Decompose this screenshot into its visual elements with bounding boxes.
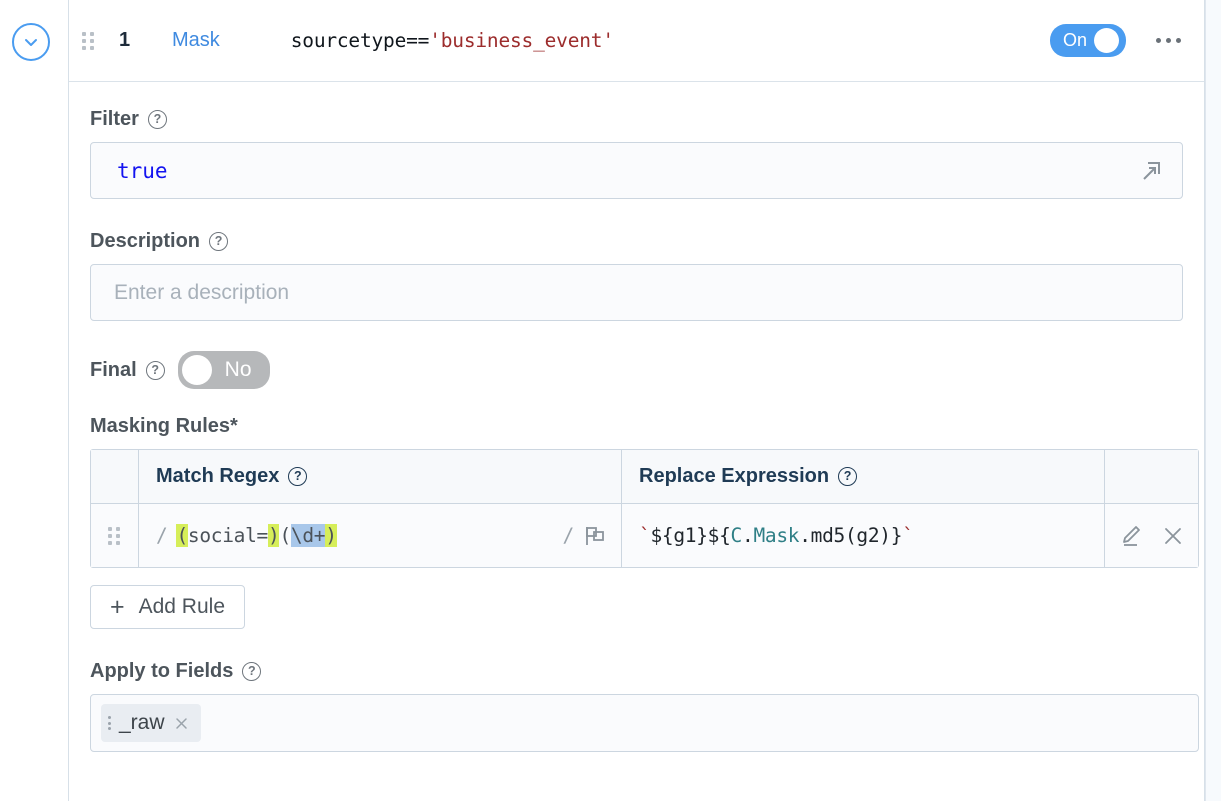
kebab-menu-icon[interactable] bbox=[1156, 38, 1181, 43]
rule-expression-prefix: sourcetype== bbox=[290, 29, 430, 52]
pencil-edit-icon[interactable] bbox=[1118, 523, 1144, 549]
description-placeholder: Enter a description bbox=[114, 280, 290, 304]
masking-rules-label-text: Masking Rules* bbox=[90, 415, 238, 437]
filter-input[interactable]: true bbox=[90, 142, 1183, 199]
rule-card-header: 1 Mask sourcetype=='business_event' On bbox=[69, 0, 1204, 82]
regex-close-delimiter: / bbox=[562, 524, 575, 547]
header-actions-cell bbox=[1105, 450, 1198, 503]
apply-to-fields-input[interactable]: _raw bbox=[90, 694, 1199, 752]
replace-expression-cell[interactable]: `${g1}${C.Mask.md5(g2)}` bbox=[622, 504, 1105, 567]
rule-expression-string: 'business_event' bbox=[429, 29, 614, 52]
field-chip-label: _raw bbox=[119, 711, 165, 734]
help-circle-icon[interactable]: ? bbox=[147, 110, 167, 129]
header-handle-cell bbox=[91, 450, 139, 503]
help-circle-icon[interactable]: ? bbox=[288, 467, 308, 486]
final-label-row: Final ? bbox=[90, 359, 165, 382]
regex-value: (social=)(\d+) bbox=[176, 524, 337, 547]
final-label: Final bbox=[90, 358, 137, 381]
enable-toggle-knob bbox=[1094, 28, 1120, 53]
match-regex-cell[interactable]: / (social=)(\d+) / bbox=[139, 504, 622, 567]
rule-card-body: Filter ? true Description bbox=[69, 82, 1204, 752]
collapse-gutter bbox=[0, 0, 68, 801]
help-circle-icon[interactable]: ? bbox=[242, 662, 262, 681]
flag-icon[interactable] bbox=[583, 524, 607, 548]
right-edge-strip bbox=[1205, 0, 1221, 801]
description-input[interactable]: Enter a description bbox=[90, 264, 1183, 321]
close-x-icon[interactable] bbox=[1160, 523, 1186, 549]
expand-external-icon[interactable] bbox=[1138, 158, 1164, 184]
header-replace-expression-cell: Replace Expression ? bbox=[622, 450, 1105, 503]
replace-expression-header: Replace Expression bbox=[639, 465, 830, 487]
plus-icon: + bbox=[110, 592, 125, 621]
field-chip[interactable]: _raw bbox=[101, 704, 201, 742]
apply-to-fields-label: Apply to Fields bbox=[90, 660, 234, 682]
close-x-icon[interactable] bbox=[173, 715, 190, 732]
enable-toggle[interactable]: On bbox=[1050, 24, 1126, 57]
add-rule-button[interactable]: + Add Rule bbox=[90, 585, 245, 629]
description-label: Description bbox=[90, 230, 201, 252]
help-circle-icon[interactable]: ? bbox=[838, 467, 858, 486]
header-actions: On bbox=[1050, 0, 1204, 81]
regex-open-delimiter: / bbox=[156, 524, 168, 547]
drag-dots-icon[interactable] bbox=[82, 31, 96, 50]
table-header-row: Match Regex ? Replace Expression ? bbox=[91, 450, 1198, 504]
rule-card: 1 Mask sourcetype=='business_event' On F… bbox=[68, 0, 1205, 801]
filter-label: Filter bbox=[90, 108, 139, 130]
rule-kind-link[interactable]: Mask bbox=[171, 29, 220, 51]
rule-expression: sourcetype=='business_event' bbox=[291, 29, 614, 52]
description-label-row: Description ? bbox=[90, 230, 1183, 253]
final-toggle[interactable]: No bbox=[177, 351, 270, 389]
replace-expression-value: `${g1}${C.Mask.md5(g2)}` bbox=[639, 524, 914, 547]
collapse-toggle-button[interactable] bbox=[12, 23, 50, 61]
final-toggle-knob bbox=[181, 355, 212, 385]
chevron-down-circle-icon bbox=[21, 32, 41, 52]
match-regex-header: Match Regex bbox=[156, 465, 280, 487]
final-row: Final ? No bbox=[90, 351, 1183, 389]
help-circle-icon[interactable]: ? bbox=[145, 360, 165, 380]
final-toggle-label: No bbox=[224, 358, 252, 381]
drag-dots-icon[interactable] bbox=[107, 526, 122, 545]
header-match-regex-cell: Match Regex ? bbox=[139, 450, 622, 503]
add-rule-label: Add Rule bbox=[138, 595, 225, 618]
masking-rules-table: Match Regex ? Replace Expression ? bbox=[90, 449, 1199, 568]
table-row: / (social=)(\d+) / bbox=[91, 504, 1198, 567]
rule-number: 1 bbox=[119, 29, 130, 51]
spacer bbox=[90, 199, 1183, 230]
drag-dots-icon[interactable] bbox=[108, 716, 111, 730]
help-circle-icon[interactable]: ? bbox=[209, 232, 229, 251]
row-actions-cell bbox=[1105, 504, 1198, 567]
apply-to-fields-label-row: Apply to Fields ? bbox=[90, 660, 1183, 683]
row-handle-cell bbox=[91, 504, 139, 567]
enable-toggle-label: On bbox=[1063, 30, 1088, 50]
masking-rules-label: Masking Rules* bbox=[90, 415, 1183, 438]
filter-label-row: Filter ? bbox=[90, 108, 1183, 131]
filter-value: true bbox=[117, 158, 168, 183]
